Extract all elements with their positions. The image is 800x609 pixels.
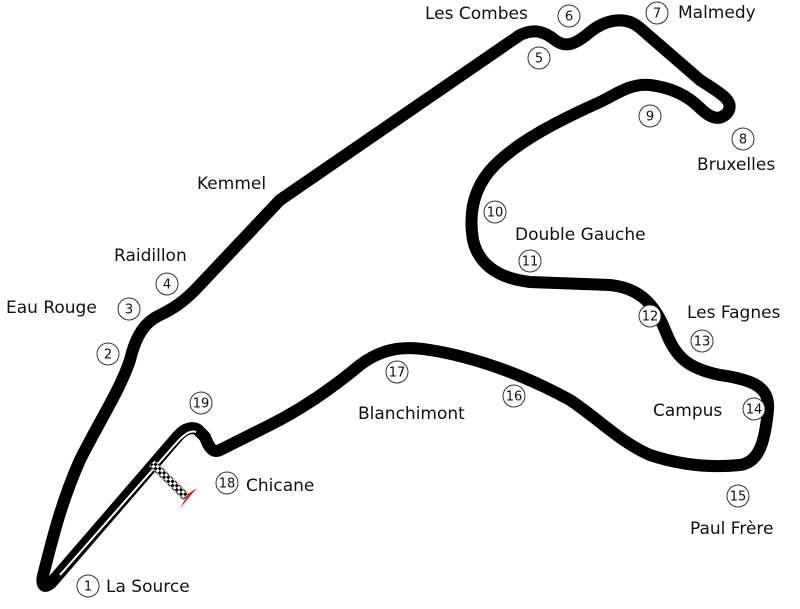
corner-10: 10 [483,200,507,224]
corner-name: Les Fagnes [687,303,781,323]
corner-name: Bruxelles [697,155,775,175]
corner-number: 7 [653,7,661,22]
corner-18: 18 Chicane [215,471,314,496]
corner-13: 13 Les Fagnes [687,303,781,353]
corner-number-circle [385,360,409,384]
corner-number: 8 [739,133,747,148]
corner-name: Malmedy [678,3,756,23]
corner-number: 1 [84,580,92,595]
corner-number: 18 [219,477,236,492]
start-finish-line [148,459,190,501]
corner-number: 13 [694,335,711,350]
corner-number-circle [638,104,662,128]
corner-number-circle [76,574,100,598]
corner-number-circle [690,329,714,353]
corner-6: 6 Les Combes [425,4,581,28]
corner-3: 3 Eau Rouge [6,297,141,321]
corner-name: Campus [653,401,722,421]
corner-number-circle [189,391,213,415]
corner-12: 12 [638,304,662,328]
corner-name: Paul Frère [690,519,774,539]
corner-number: 9 [646,110,654,125]
corner-4: 4 Raidillon [114,246,187,296]
corner-number-circle [117,297,141,321]
corner-number: 5 [535,52,543,67]
corner-number-circle [742,397,766,421]
corner-number-circle [638,304,662,328]
corner-11: 11 Double Gauche [515,225,646,273]
corner-number: 12 [642,310,659,325]
corner-2: 2 [96,342,120,366]
corner-number: 6 [565,10,573,25]
corner-number: 17 [389,366,406,381]
corner-name: La Source [106,577,190,597]
corner-number: 15 [730,490,747,505]
corner-number-circle [518,249,542,273]
corner-14: 14 Campus [653,397,766,421]
corner-19: 19 [189,391,213,415]
corner-number: 14 [746,403,763,418]
corner-name: Eau Rouge [6,298,97,318]
corner-number: 3 [125,303,133,318]
corner-number: 16 [506,390,523,405]
corner-name: Chicane [246,476,314,496]
corner-number: 11 [522,255,539,270]
corner-9: 9 [638,104,662,128]
corner-16: 16 [502,384,526,408]
corner-number-circle [96,342,120,366]
corner-number-circle [557,4,581,28]
corner-number-circle [155,272,179,296]
track [36,14,775,592]
corner-number-circle [502,384,526,408]
corner-name: Blanchimont [358,404,465,424]
corner-number-circle [726,484,750,508]
corner-number: 10 [487,206,504,221]
corner-number-circle [645,1,669,25]
start-direction-marker [180,488,197,508]
corner-5: 5 [527,46,551,70]
corner-number: 2 [104,348,112,363]
corner-name: Raidillon [114,246,187,266]
corner-number-circle [731,127,755,151]
corner-7: 7 Malmedy [645,1,756,25]
corner-number: 19 [193,397,210,412]
corner-number-circle [215,471,239,495]
straight-label-kemmel: Kemmel [197,174,266,194]
pit-lane [59,430,197,576]
corner-number-circle [527,46,551,70]
corner-number-circle [483,200,507,224]
corner-1: 1 La Source [76,574,190,598]
corner-name: Double Gauche [515,225,646,245]
corner-name: Les Combes [425,4,528,24]
corner-number: 4 [163,278,171,293]
